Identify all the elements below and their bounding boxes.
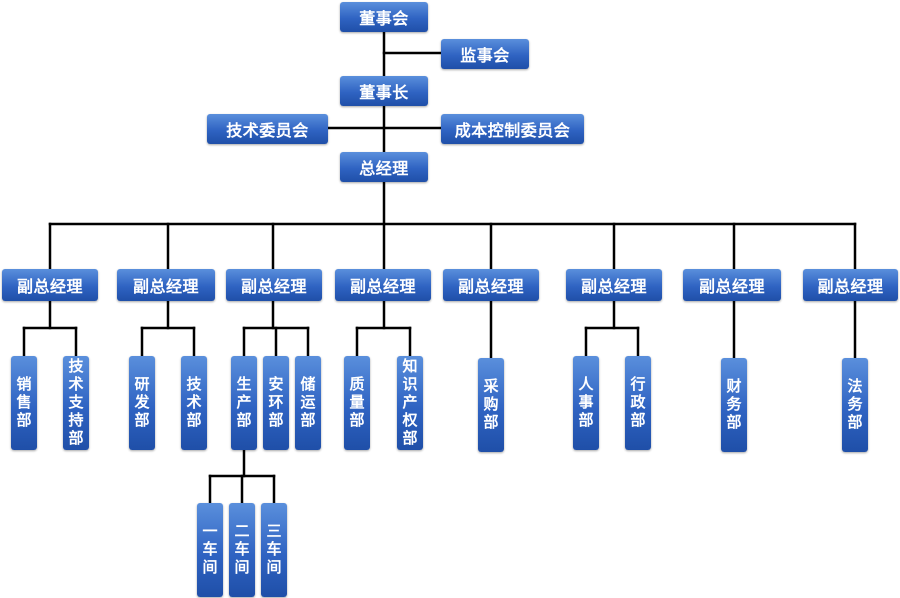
board-box: 董事会 bbox=[340, 2, 428, 32]
vp-box-8: 副总经理 bbox=[803, 269, 898, 301]
vp-box-2: 副总经理 bbox=[117, 269, 215, 301]
dept-legal: 法务部 bbox=[842, 358, 868, 452]
chairman-box: 董事长 bbox=[340, 76, 428, 106]
dept-tech: 技术部 bbox=[181, 356, 207, 450]
vp-box-5: 副总经理 bbox=[443, 269, 539, 301]
vp-box-3: 副总经理 bbox=[226, 269, 322, 301]
dept-quality: 质量部 bbox=[344, 356, 370, 450]
dept-finance: 财务部 bbox=[721, 358, 747, 452]
dept-safety-env: 安环部 bbox=[263, 356, 289, 450]
dept-ip: 知识产权部 bbox=[397, 356, 423, 450]
cost-committee-box: 成本控制委员会 bbox=[441, 114, 584, 144]
dept-production: 生产部 bbox=[231, 356, 257, 450]
dept-sales: 销售部 bbox=[11, 356, 37, 450]
dept-admin: 行政部 bbox=[625, 356, 651, 450]
workshop-two: 二车间 bbox=[229, 503, 255, 597]
vp-box-4: 副总经理 bbox=[335, 269, 431, 301]
gm-box: 总经理 bbox=[340, 152, 428, 182]
supervisors-box: 监事会 bbox=[441, 39, 529, 69]
workshop-three: 三车间 bbox=[261, 503, 287, 597]
dept-purchasing: 采购部 bbox=[478, 358, 504, 452]
workshop-one: 一车间 bbox=[197, 503, 223, 597]
vp-box-7: 副总经理 bbox=[683, 269, 781, 301]
vp-box-6: 副总经理 bbox=[566, 269, 662, 301]
dept-tech-support: 技术支持部 bbox=[63, 356, 89, 450]
tech-committee-box: 技术委员会 bbox=[207, 114, 328, 144]
dept-rnd: 研发部 bbox=[129, 356, 155, 450]
dept-logistics: 储运部 bbox=[295, 356, 321, 450]
dept-hr: 人事部 bbox=[573, 356, 599, 450]
vp-box-1: 副总经理 bbox=[2, 269, 98, 301]
